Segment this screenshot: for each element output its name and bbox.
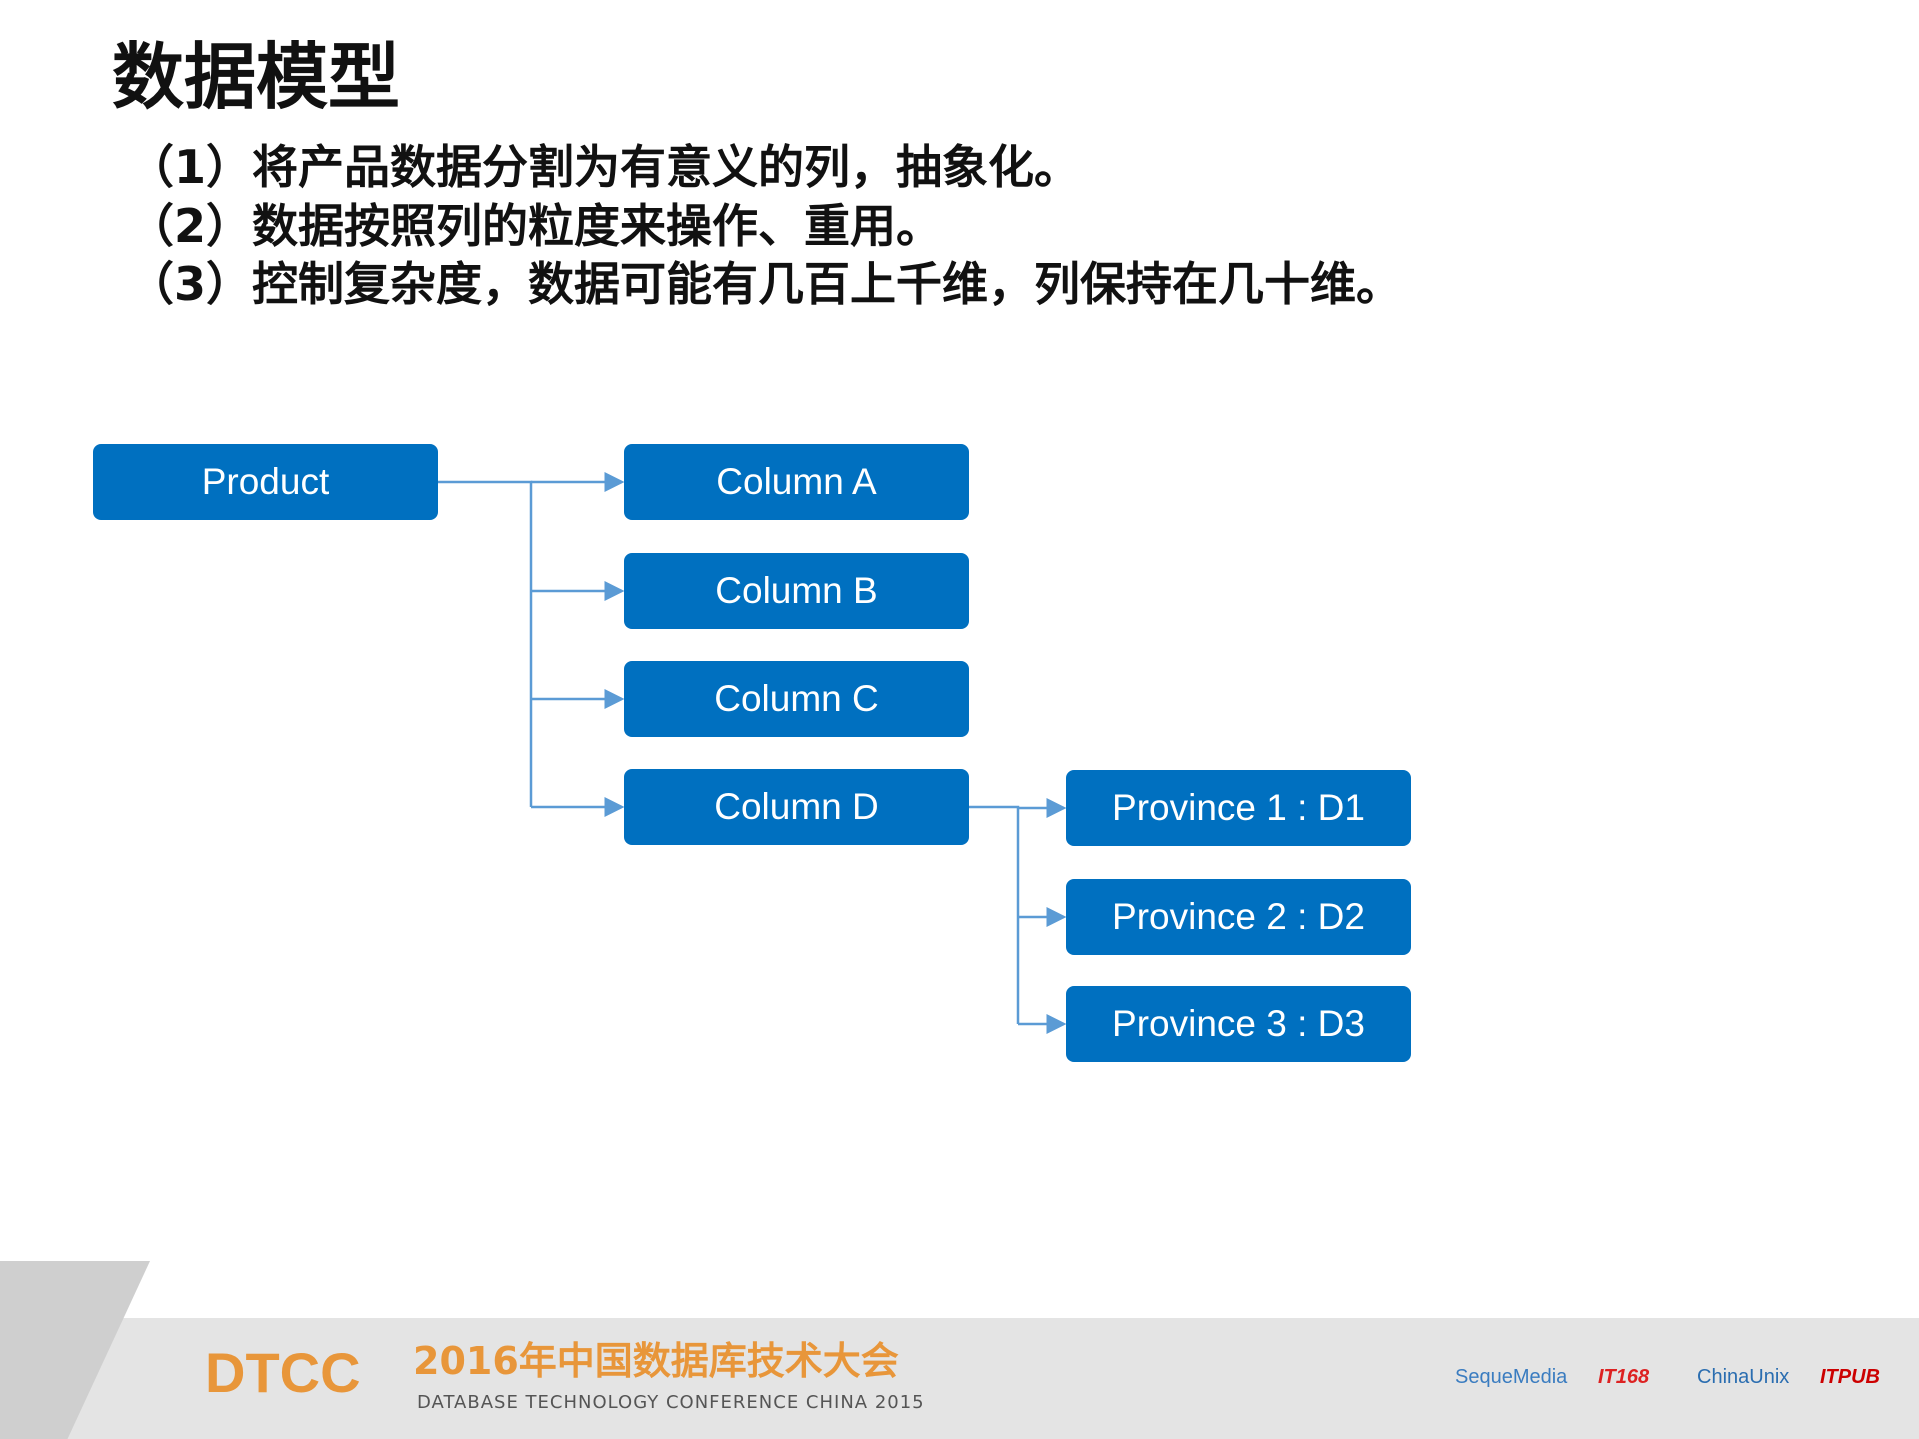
connector-trunk — [438, 480, 533, 807]
sponsor-it168: IT168 — [1598, 1366, 1650, 1388]
conference-name-cn: 2016年中国数据库技术大会 — [413, 1339, 899, 1383]
sponsor-itpub: ITPUB — [1820, 1366, 1880, 1388]
sponsor-chinaunix: ChinaUnix — [1697, 1366, 1790, 1388]
node-column-d: Column D — [624, 769, 969, 845]
node-column-c: Column C — [624, 661, 969, 737]
connectors — [438, 472, 1067, 1034]
bullet-1: （1）将产品数据分割为有意义的列，抽象化。 — [128, 140, 1081, 194]
node-province-2: Province 2 : D2 — [1066, 879, 1411, 955]
conference-name-en: DATABASE TECHNOLOGY CONFERENCE CHINA 201… — [417, 1392, 925, 1413]
node-province-1: Province 1 : D1 — [1066, 770, 1411, 846]
bullet-3: （3）控制复杂度，数据可能有几百上千维，列保持在几十维。 — [128, 257, 1403, 311]
node-product: Product — [93, 444, 438, 520]
node-column-a: Column A — [624, 444, 969, 520]
bullet-2: （2）数据按照列的粒度来操作、重用。 — [128, 199, 943, 253]
dtcc-logo: DTCC — [205, 1341, 361, 1404]
node-province-3: Province 3 : D3 — [1066, 986, 1411, 1062]
sponsor-sequemedia: SequeMedia — [1455, 1366, 1568, 1388]
connector-trunk-d — [969, 805, 1020, 1024]
slide-title: 数据模型 — [112, 35, 401, 119]
footer-band — [0, 1318, 1919, 1439]
node-column-b: Column B — [624, 553, 969, 629]
